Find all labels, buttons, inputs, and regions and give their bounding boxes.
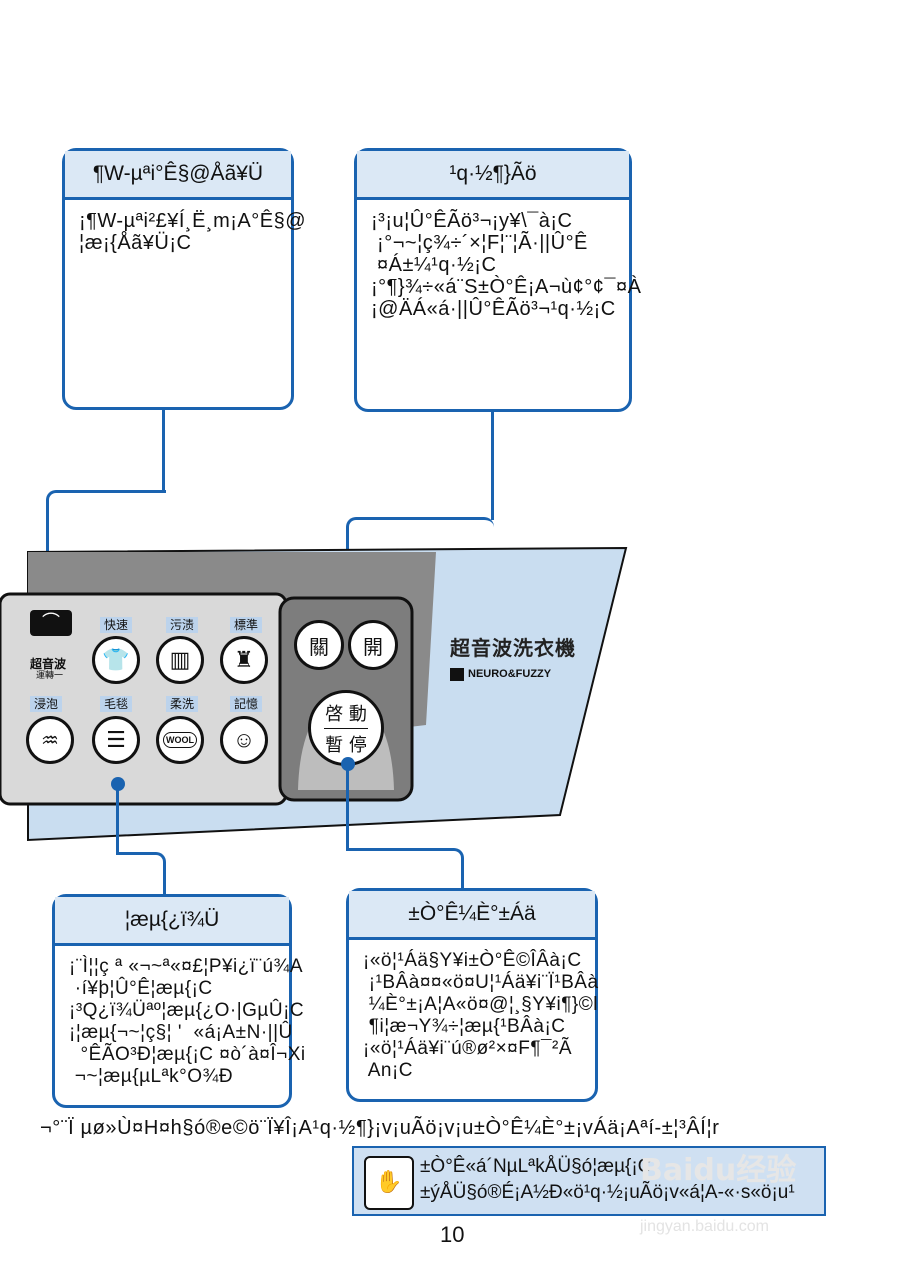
face-icon: ☺ — [232, 727, 256, 752]
label-soak: 浸泡 — [30, 696, 63, 712]
label-gentle: 柔洗 — [166, 696, 199, 712]
start-pause-box: ±Ò°Ê¼È°±Áä ¡«ö¦¹Áä§Y¥i±Ò°Ê©ÎÂà¡C ¡¹BÂà¤¤… — [346, 888, 598, 1102]
ultrasonic-sublabel: 運轉一 — [36, 671, 64, 681]
power-switch-text: ¡³¡u¦Û°ÊÃö³¬¡y¥\¯à¡C ¡°¬~¦ç¾÷´×¦F¦¨¦Ã·||… — [371, 210, 642, 320]
caution-line-1: ±Ò°Ê«á´NµLªkÅÜ§ó¦æµ{¡C — [420, 1156, 652, 1177]
blanket-button[interactable]: ☰ — [92, 716, 140, 764]
start-pause-button[interactable]: 啓 動 暫 停 — [308, 690, 384, 766]
ultrasonic-indicator-heading: ¶W-µªi°Ê§@Åã¥Ü — [65, 151, 291, 200]
standard-wash-button[interactable]: ♜ — [220, 636, 268, 684]
stain-wash-button[interactable]: ▥ — [156, 636, 204, 684]
brand-subtitle: NEURO&FUZZY — [468, 668, 552, 680]
label-quick: 快速 — [100, 617, 133, 633]
label-memory: 記憶 — [230, 696, 263, 712]
memory-button[interactable]: ☺ — [220, 716, 268, 764]
connector-line — [346, 848, 464, 890]
connector-line — [46, 490, 166, 514]
caution-line-2: ±ýÅÜ§ó®É¡A½Ð«ö¹q·½¡uÃö¡v«á¦A-«·s«ö¡u¹ — [420, 1182, 795, 1203]
blanket-icon: ☰ — [106, 727, 126, 752]
connector-line — [162, 410, 165, 492]
control-panel-illustration — [0, 546, 628, 842]
power-off-button[interactable]: 關 — [294, 620, 344, 670]
power-switch-heading: ¹q·½¶}Ãö — [357, 151, 629, 200]
wool-icon: WOOL — [163, 732, 197, 748]
power-on-button[interactable]: 開 — [348, 620, 398, 670]
start-label: 啓 動 — [325, 703, 367, 725]
caution-note: ✋ ±Ò°Ê«á´NµLªkÅÜ§ó¦æµ{¡C ±ýÅÜ§ó®É¡A½Ð«ö¹… — [352, 1146, 826, 1216]
power-switch-box: ¹q·½¶}Ãö ¡³¡u¦Û°ÊÃö³¬¡y¥\¯à¡C ¡°¬~¦ç¾÷´×… — [354, 148, 642, 412]
page-number: 10 — [440, 1222, 465, 1247]
soak-button[interactable]: ♒ — [26, 716, 74, 764]
jacket-icon: ♜ — [234, 647, 254, 672]
label-standard: 標準 — [230, 617, 263, 633]
ultrasonic-label: 超音波 — [30, 657, 67, 671]
caution-hand-icon: ✋ — [364, 1156, 414, 1210]
power-on-label: 開 — [363, 634, 383, 659]
power-off-label: 關 — [309, 634, 329, 659]
quick-wash-button[interactable]: 👕 — [92, 636, 140, 684]
program-select-box: ¦æµ{¿ï¾Ü ¡¨Ì¦¦ç ª «¬~ª«¤£¦P¥i¿ï¨ú¾A ·í¥þ… — [52, 894, 306, 1108]
shirt-icon: 👕 — [102, 647, 130, 672]
watermark-url: jingyan.baidu.com — [640, 1218, 769, 1235]
start-pause-text: ¡«ö¦¹Áä§Y¥i±Ò°Ê©ÎÂà¡C ¡¹BÂà¤¤«ö¤U¦¹Áä¥i¨… — [363, 950, 599, 1081]
connector-line — [491, 410, 494, 520]
start-pause-heading: ±Ò°Ê¼È°±Áä — [349, 891, 595, 940]
gentle-wash-button[interactable]: WOOL — [156, 716, 204, 764]
braille-note-text: ¬°¨Ï µø»Ù¤H¤h§ó®e©ö¨Ï¥Î¡A¹q·½¶}¡v¡uÃö¡v¡… — [40, 1117, 720, 1139]
label-stain: 污渍 — [166, 617, 199, 633]
soak-tub-icon: ♒ — [41, 729, 59, 752]
brand-logo-icon — [450, 668, 464, 681]
connector-line — [116, 852, 166, 896]
ultrasonic-indicator-box: ¶W-µªi°Ê§@Åã¥Ü ¡¶W-µªi²£¥Í¸Ë¸m¡A°Ê§@ ¦æ¡… — [62, 148, 306, 410]
program-select-text: ¡¨Ì¦¦ç ª «¬~ª«¤£¦P¥i¿ï¨ú¾A ·í¥þ¦Û°Ê¦æµ{¡… — [69, 956, 306, 1087]
ultrasonic-indicator-text: ¡¶W-µªi²£¥Í¸Ë¸m¡A°Ê§@ ¦æ¡{Åã¥Ü¡C — [79, 210, 306, 254]
connector-line — [346, 764, 349, 850]
connector-line — [116, 784, 119, 854]
program-select-heading: ¦æµ{¿ï¾Ü — [55, 897, 289, 946]
ultrasonic-icon: ⌒ — [30, 610, 72, 636]
label-blanket: 毛毯 — [100, 696, 133, 712]
watermark-logo: Baidu经验 — [640, 1153, 797, 1188]
connector-line — [346, 517, 494, 541]
brand-title: 超音波洗衣機 — [450, 636, 576, 660]
divider-line — [324, 727, 368, 729]
trousers-icon: ▥ — [169, 647, 191, 672]
pause-label: 暫 停 — [325, 734, 367, 756]
